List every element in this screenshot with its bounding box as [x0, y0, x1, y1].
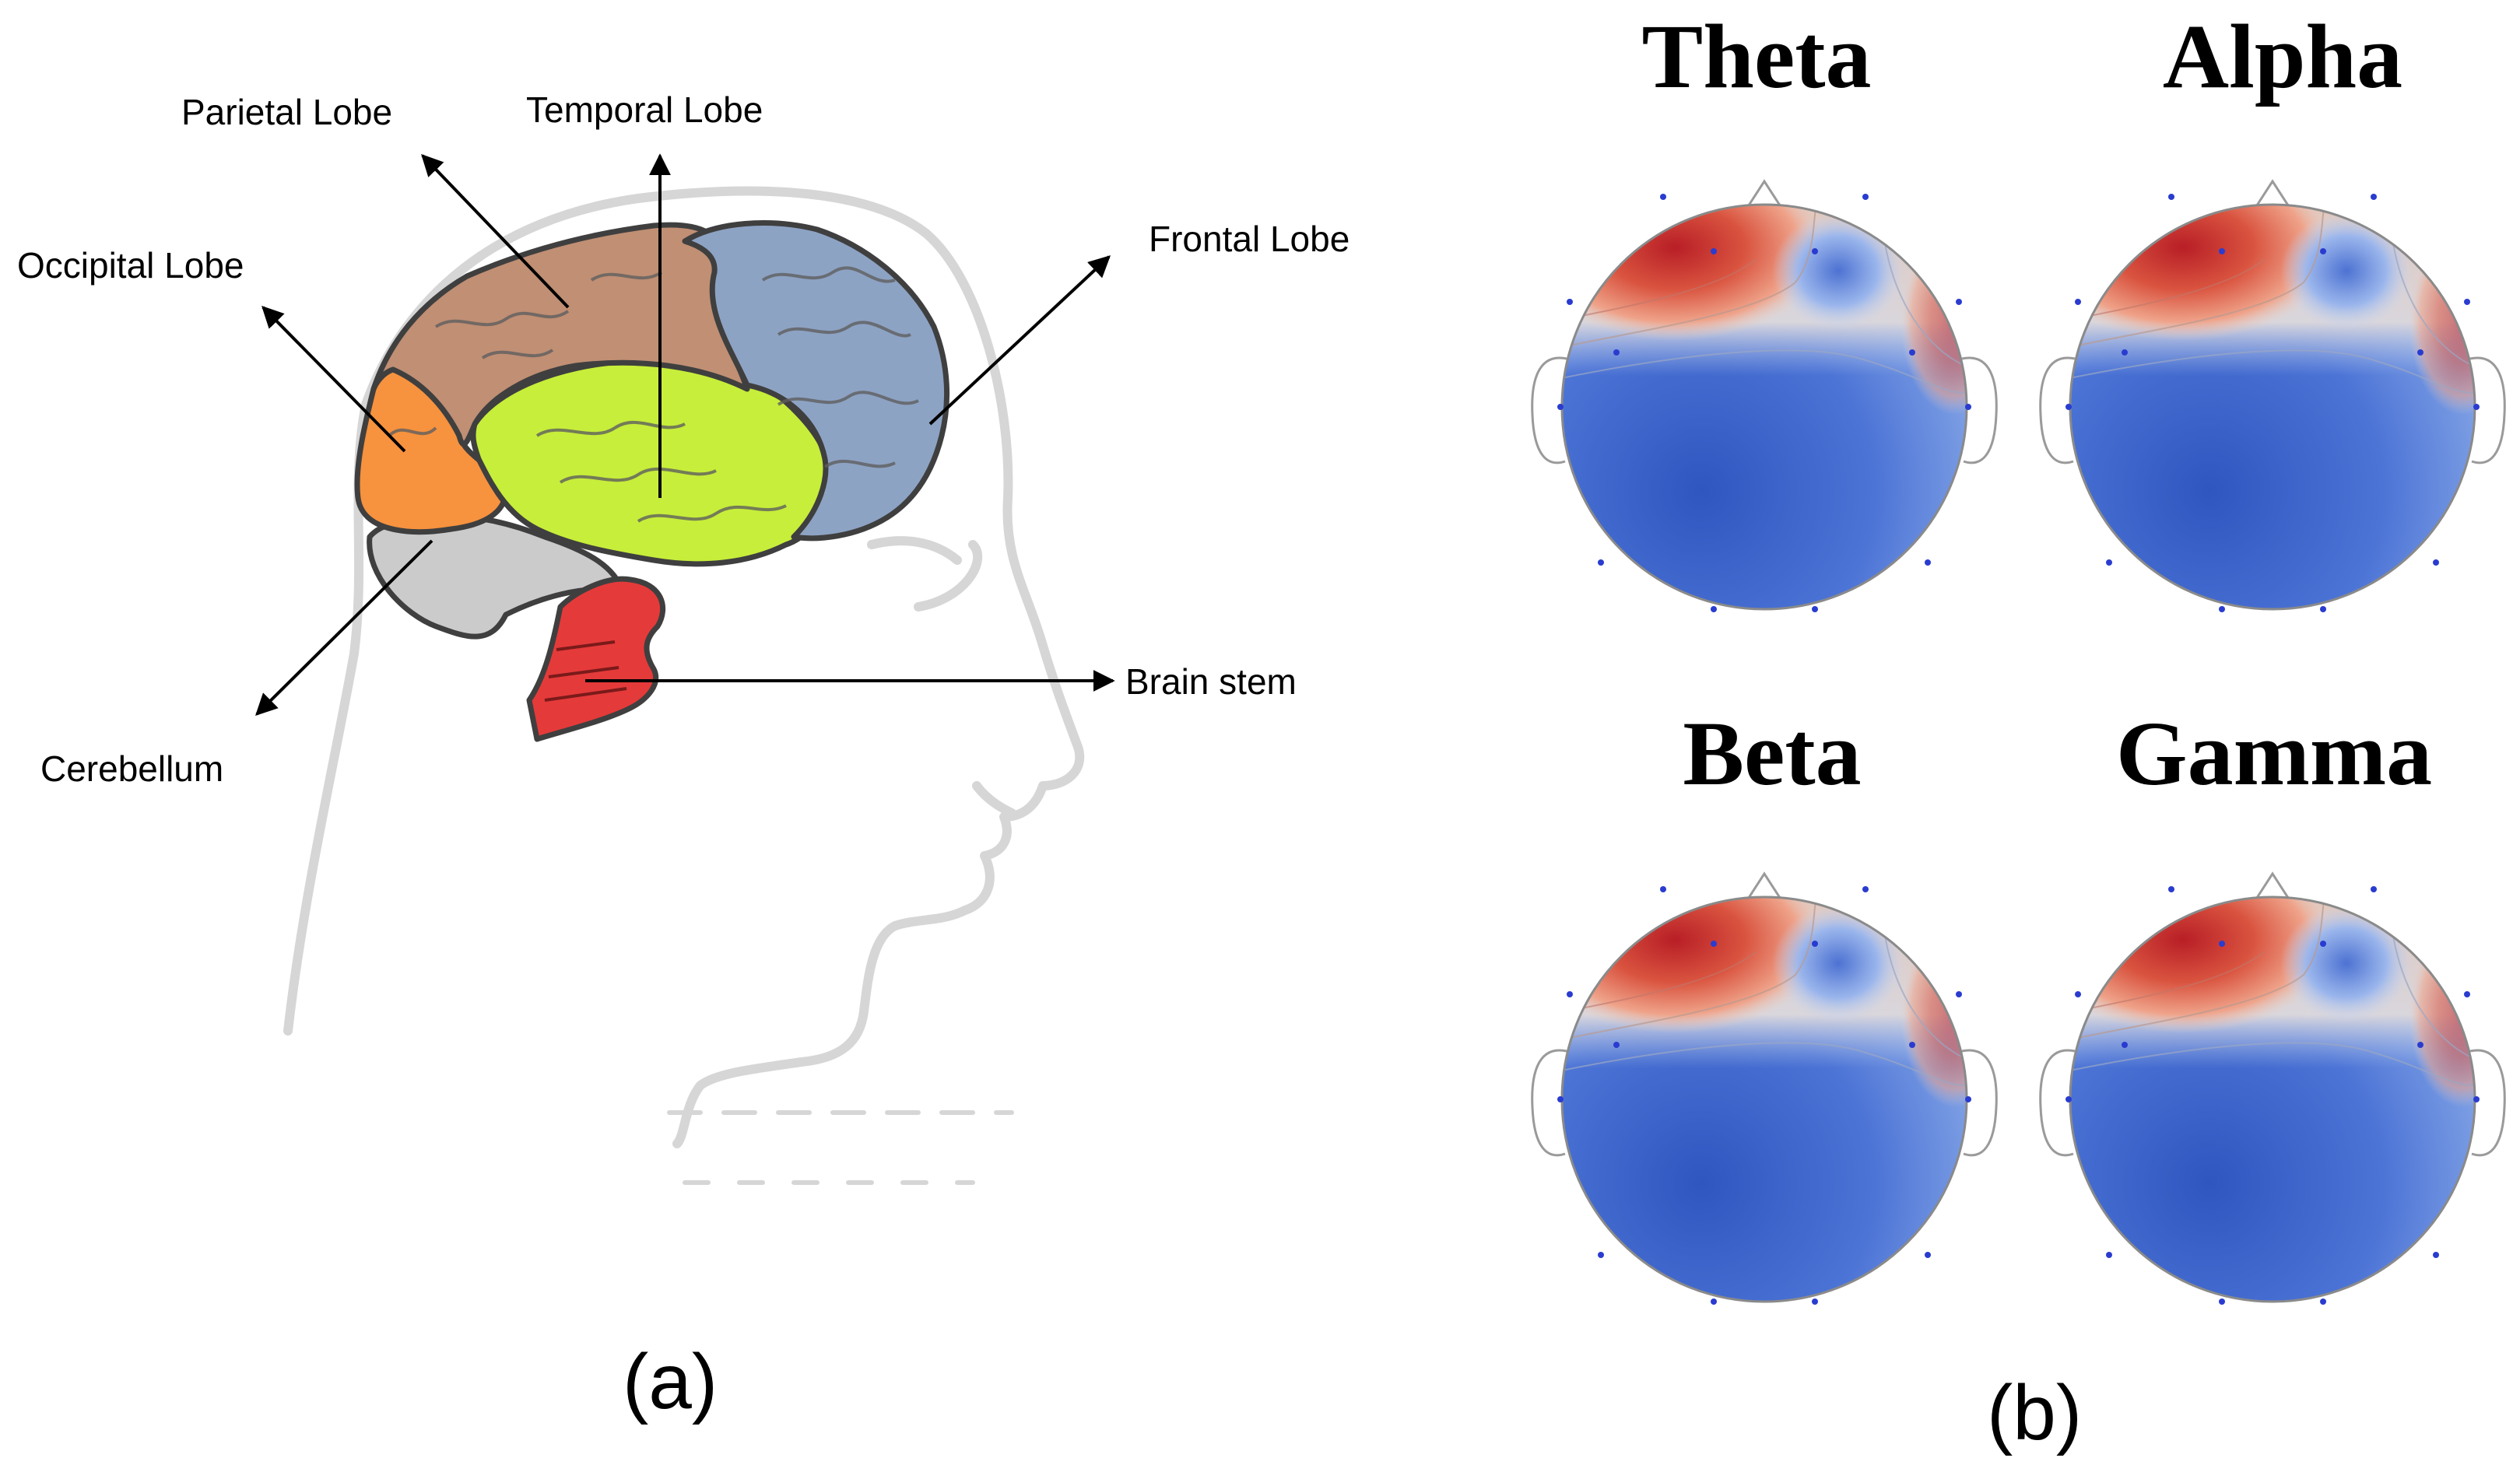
map-title-gamma: Gamma	[2116, 703, 2432, 804]
map-title-beta: Beta	[1683, 703, 1861, 804]
label-temporal: Temporal Lobe	[526, 89, 763, 130]
caption-b: (b)	[1987, 1369, 2082, 1456]
label-parietal: Parietal Lobe	[181, 92, 392, 132]
scalp-map-gamma	[2027, 846, 2518, 1309]
map-title-alpha: Alpha	[2163, 5, 2402, 107]
brainstem-region	[526, 576, 666, 742]
label-brainstem: Brain stem	[1125, 661, 1297, 702]
scalp-map-beta	[1519, 846, 2009, 1309]
caption-a: (a)	[623, 1338, 718, 1425]
panel-b: Theta Alpha Beta Gamma (b)	[1519, 5, 2518, 1456]
arrow-cerebellum	[255, 539, 433, 716]
brain	[354, 220, 950, 742]
label-frontal: Frontal Lobe	[1149, 219, 1349, 259]
map-title-theta: Theta	[1642, 5, 1872, 107]
parietal-region	[370, 222, 750, 447]
arrow-occipital	[261, 306, 406, 453]
arrow-parietal	[421, 153, 570, 309]
label-arrows	[255, 153, 1115, 716]
scalp-map-theta	[1519, 154, 2009, 617]
label-occipital: Occipital Lobe	[17, 245, 244, 286]
panel-a: Parietal Lobe Temporal Lobe Occipital Lo…	[17, 89, 1349, 1425]
scalp-map-alpha	[2027, 154, 2518, 617]
arrow-frontal	[928, 255, 1111, 426]
label-cerebellum: Cerebellum	[40, 748, 223, 789]
frontal-region	[682, 220, 950, 541]
